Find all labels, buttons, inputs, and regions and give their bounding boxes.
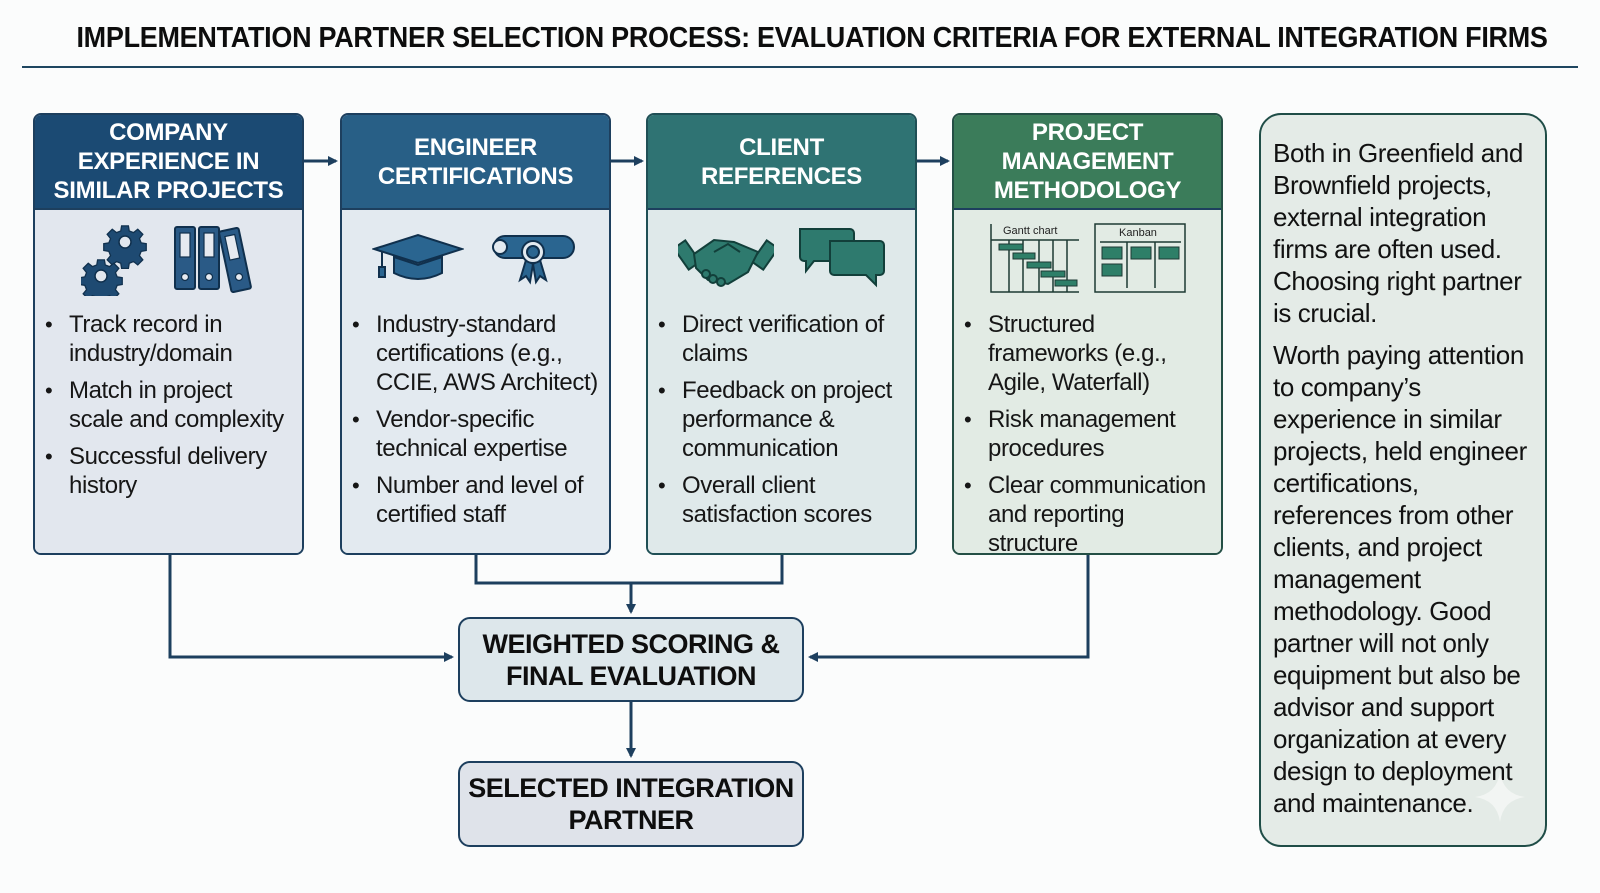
connector-card4-to-evaluation <box>808 555 1090 662</box>
title-divider <box>22 66 1578 68</box>
side-note-paragraph: Both in Greenfield and Brownfield projec… <box>1273 138 1523 328</box>
binders-icon <box>173 223 257 298</box>
connector-card1-to-evaluation <box>168 555 454 662</box>
criterion-bullet-list: Structured frameworks (e.g., Agile, Wate… <box>954 310 1221 553</box>
bullet-item: Match in project scale and complexity <box>45 376 292 434</box>
bullet-item: Clear communication and reporting struct… <box>964 471 1211 553</box>
speech-bubbles-icon <box>796 227 886 294</box>
card-heading: COMPANY EXPERIENCE IN SIMILAR PROJECTS <box>35 115 302 210</box>
bullet-item: Industry-standard certifications (e.g., … <box>352 310 599 397</box>
graduation-cap-icon <box>370 233 465 288</box>
bullet-item: Feedback on project performance & commun… <box>658 376 905 463</box>
gantt-chart-label: Gantt chart <box>1003 225 1057 237</box>
card-heading: PROJECT MANAGEMENT METHODOLOGY <box>954 115 1221 210</box>
sparkle-icon <box>1473 770 1527 831</box>
connector-card2-card3-merge <box>474 555 784 585</box>
kanban-board-icon: Kanban <box>1093 222 1187 299</box>
criterion-card-engineer-certifications: ENGINEER CERTIFICATIONS <box>340 113 611 555</box>
criterion-card-project-management: PROJECT MANAGEMENT METHODOLOGY Gantt cha… <box>952 113 1223 555</box>
kanban-label: Kanban <box>1119 227 1157 239</box>
bullet-item: Structured frameworks (e.g., Agile, Wate… <box>964 310 1211 397</box>
side-note-panel: Both in Greenfield and Brownfield projec… <box>1259 113 1547 847</box>
diagram-title: IMPLEMENTATION PARTNER SELECTION PROCESS… <box>76 22 1548 54</box>
bullet-item: Successful delivery history <box>45 442 292 500</box>
bullet-item: Overall client satisfaction scores <box>658 471 905 529</box>
criterion-card-company-experience: COMPANY EXPERIENCE IN SIMILAR PROJECTS <box>33 113 304 555</box>
bullet-item: Risk management procedures <box>964 405 1211 463</box>
gears-icon <box>78 220 151 303</box>
handshake-icon <box>671 228 780 293</box>
criterion-bullet-list: Direct verification of claims Feedback o… <box>648 310 915 529</box>
side-note-paragraph: Worth paying attention to company’s expe… <box>1273 340 1527 818</box>
gantt-chart-icon: Gantt chart <box>989 222 1081 299</box>
bullet-item: Track record in industry/domain <box>45 310 292 368</box>
criterion-card-client-references: CLIENT REFERENCES <box>646 113 917 555</box>
bullet-item: Number and level of certified staff <box>352 471 599 529</box>
card-heading: CLIENT REFERENCES <box>648 115 915 210</box>
bullet-item: Vendor-specific technical expertise <box>352 405 599 463</box>
criterion-bullet-list: Track record in industry/domain Match in… <box>35 310 302 500</box>
selected-partner-box: SELECTED INTEGRATION PARTNER <box>458 761 804 847</box>
bullet-item: Direct verification of claims <box>658 310 905 368</box>
weighted-scoring-box: WEIGHTED SCORING & FINAL EVALUATION <box>458 617 804 702</box>
diploma-icon <box>486 230 580 291</box>
card-heading: ENGINEER CERTIFICATIONS <box>342 115 609 210</box>
criterion-bullet-list: Industry-standard certifications (e.g., … <box>342 310 609 529</box>
